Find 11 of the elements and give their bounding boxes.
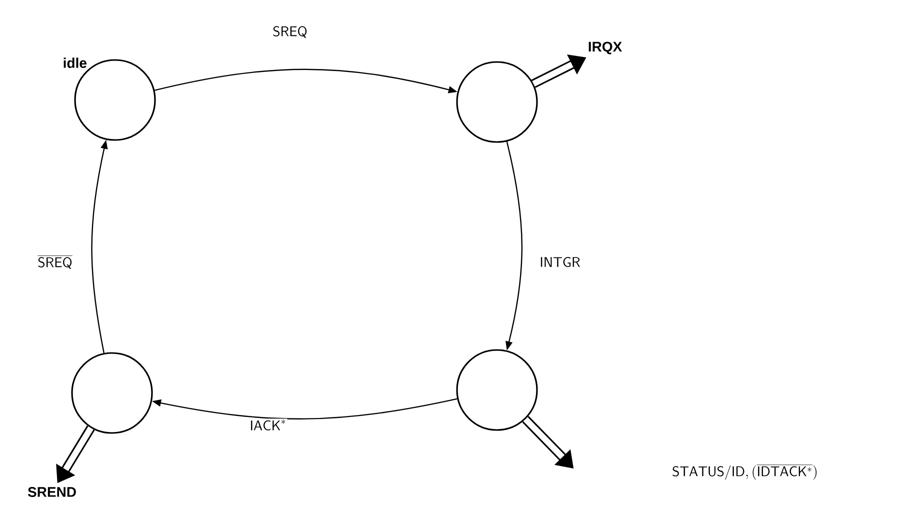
output-label: IRQX [588, 42, 622, 54]
state-circle [456, 61, 538, 143]
edge-label: $\mathsf{IACK}^{*}$ [248, 418, 288, 432]
state-name: idle [64, 58, 86, 68]
output-label: $\mathsf{STATUS/ID,(\overline{IDTACK^{*}})}$ [672, 464, 817, 480]
state-circle [456, 349, 538, 431]
edge-label: $\mathsf{SREQ}$ [272, 25, 308, 39]
output-label: SREND [28, 487, 76, 497]
edge-label: $\overline{\mathsf{SREQ}}$ [36, 254, 74, 270]
edge-label: $\mathsf{INTGR}$ [538, 256, 582, 268]
state-circle [71, 352, 153, 434]
